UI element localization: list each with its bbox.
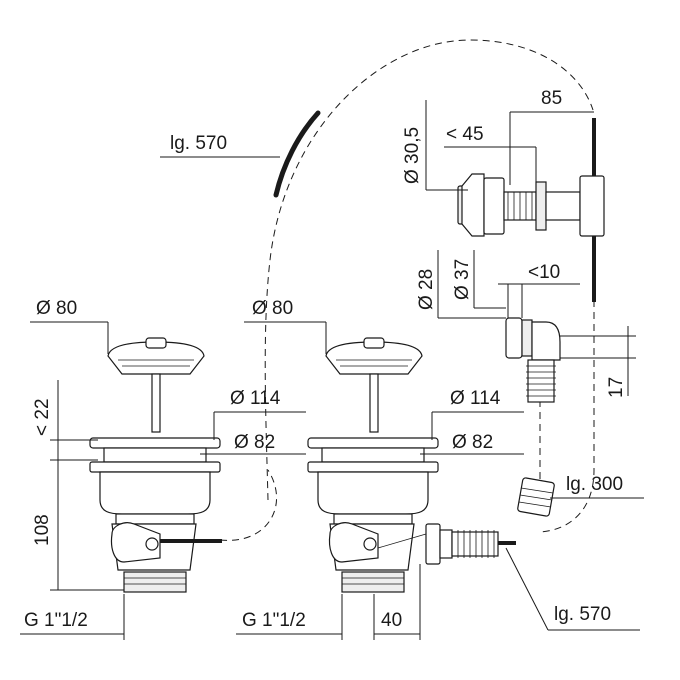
label-overflow-d2: Ø 37 [452, 259, 473, 300]
thread-right [341, 571, 405, 593]
side-outlet-right [425, 523, 516, 565]
nut-left [89, 461, 221, 473]
cable-path-left [219, 469, 278, 541]
strainer-stem-right [369, 373, 379, 433]
label-flange-left-outer: Ø 114 [230, 388, 281, 409]
strainer-knob-left [145, 337, 167, 349]
lever-washer [535, 181, 547, 231]
valve-screw-left [145, 537, 159, 551]
lever-nut [483, 177, 505, 235]
lever-sleeve [545, 191, 581, 221]
label-thread-right: G 1"1/2 [242, 610, 306, 631]
lever-bracket [579, 175, 605, 237]
label-overflow-height: 17 [606, 377, 627, 398]
label-cable-length-top: lg. 570 [170, 133, 227, 154]
label-flange-left-inner: Ø 82 [234, 432, 275, 453]
dimension-lines [20, 100, 644, 640]
valve-housing-right [328, 522, 379, 563]
overflow-ring [521, 319, 533, 357]
cable-path-top [264, 39, 594, 501]
flange-collar-right [321, 447, 425, 463]
label-outlet-offset: 40 [381, 610, 402, 631]
overflow-hose [526, 359, 556, 403]
label-flange-right-outer: Ø 114 [450, 388, 501, 409]
valve-screw-right [363, 537, 377, 551]
cable-path-right [539, 300, 595, 533]
label-overflow-d1: Ø 28 [416, 269, 437, 310]
strainer-stem-left [151, 373, 161, 433]
flange-left [89, 437, 221, 449]
flange-collar-left [103, 447, 207, 463]
valve-housing-left [110, 522, 161, 563]
label-plug-rise: < 22 [32, 398, 53, 436]
label-overflow-depth: <10 [528, 262, 560, 283]
waste-assembly-right [307, 337, 516, 593]
label-cable-length-right: lg. 300 [566, 474, 623, 495]
body-left [99, 471, 211, 515]
cable-sheath-top [273, 110, 321, 198]
overflow-elbow [531, 321, 561, 361]
lever-cap [461, 173, 485, 237]
label-strainer-left-diameter: Ø 80 [36, 298, 77, 319]
label-lever-depth: < 45 [446, 124, 484, 145]
overflow-hose-end [517, 477, 555, 517]
label-strainer-right-diameter: Ø 80 [252, 298, 293, 319]
label-cable-length-bottom: lg. 570 [554, 604, 611, 625]
label-lever-diameter: Ø 30,5 [402, 127, 423, 184]
label-flange-right-inner: Ø 82 [452, 432, 493, 453]
label-body-height: 108 [32, 514, 53, 546]
nut-right [307, 461, 439, 473]
flange-right [307, 437, 439, 449]
label-lever-width: 85 [541, 88, 562, 109]
body-right [317, 471, 429, 515]
overflow-flange [505, 317, 523, 359]
waste-assembly-left [89, 337, 222, 593]
label-thread-left: G 1"1/2 [24, 610, 88, 631]
strainer-knob-right [363, 337, 385, 349]
thread-left [123, 571, 187, 593]
overflow-fitting [505, 317, 561, 517]
